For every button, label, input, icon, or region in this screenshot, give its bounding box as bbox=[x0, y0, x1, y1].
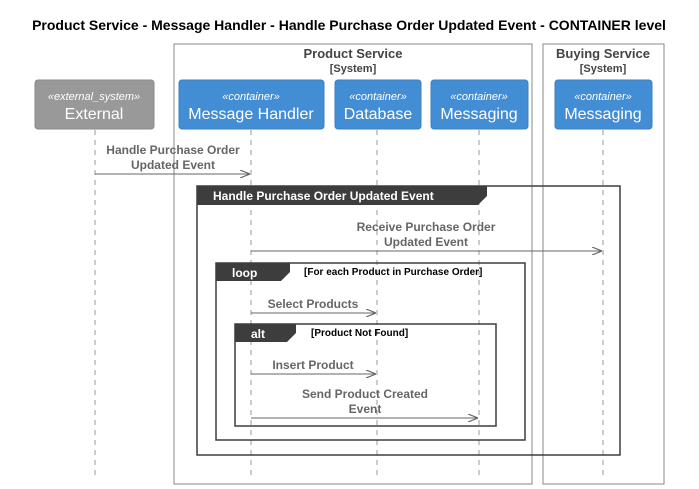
diagram-title: Product Service - Message Handler - Hand… bbox=[32, 17, 666, 33]
boundary-name: Buying Service bbox=[556, 46, 650, 61]
message-send-product-created-event[interactable]: Send Product Created Event bbox=[251, 387, 477, 418]
message-label-line-1: Receive Purchase Order bbox=[357, 220, 496, 234]
participant-stereotype: «external_system» bbox=[48, 91, 140, 103]
participant-stereotype: «container» bbox=[349, 91, 407, 103]
frame-loop-guard: [For each Product in Purchase Order] bbox=[304, 267, 482, 278]
participant-database[interactable]: «container» Database bbox=[334, 79, 422, 130]
frame-loop: loop [For each Product in Purchase Order… bbox=[215, 262, 526, 441]
lifelines bbox=[94, 130, 604, 480]
participant-name: Database bbox=[344, 106, 413, 123]
message-label-line-2: Updated Event bbox=[131, 158, 215, 172]
participant-stereotype: «container» bbox=[450, 91, 508, 103]
message-select-products[interactable]: Select Products bbox=[251, 297, 375, 313]
message-label-line-1: Handle Purchase Order bbox=[106, 143, 240, 157]
participant-box bbox=[34, 79, 155, 130]
message-receive-purchase-order-updated-event[interactable]: Receive Purchase Order Updated Event bbox=[251, 220, 601, 251]
participant-name: Messaging bbox=[564, 106, 641, 123]
frame-group: Handle Purchase Order Updated Event bbox=[196, 185, 621, 456]
boundary-product-service: Product Service [System] bbox=[173, 43, 533, 485]
frame-alt: alt [Product Not Found] bbox=[234, 323, 497, 427]
message-label-line-1: Insert Product bbox=[272, 358, 353, 372]
message-label-line-2: Event bbox=[349, 402, 382, 416]
participant-name: Messaging bbox=[440, 106, 517, 123]
boundary-name: Product Service bbox=[304, 46, 403, 61]
message-insert-product[interactable]: Insert Product bbox=[251, 358, 375, 374]
frame-loop-keyword: loop bbox=[232, 266, 257, 280]
participant-external[interactable]: «external_system» External bbox=[34, 79, 155, 130]
message-label-line-2: Updated Event bbox=[384, 235, 468, 249]
boundary-type: [System] bbox=[580, 63, 627, 75]
participant-box bbox=[334, 79, 422, 130]
boundary-type: [System] bbox=[330, 63, 377, 75]
frame-alt-guard: [Product Not Found] bbox=[311, 328, 408, 339]
message-label-line-1: Send Product Created bbox=[302, 387, 428, 401]
participant-box bbox=[178, 79, 325, 130]
participant-stereotype: «container» bbox=[574, 91, 632, 103]
participant-bs-messaging[interactable]: «container» Messaging bbox=[554, 79, 653, 130]
message-label-line-1: Select Products bbox=[268, 297, 359, 311]
participant-box bbox=[430, 79, 529, 130]
participant-ps-messaging[interactable]: «container» Messaging bbox=[430, 79, 529, 130]
participant-box bbox=[554, 79, 653, 130]
participant-message-handler[interactable]: «container» Message Handler bbox=[178, 79, 325, 130]
boundary-buying-service: Buying Service [System] bbox=[542, 43, 665, 485]
participant-stereotype: «container» bbox=[222, 91, 280, 103]
frame-group-title: Handle Purchase Order Updated Event bbox=[213, 189, 434, 203]
frame-alt-keyword: alt bbox=[251, 327, 265, 341]
message-handle-purchase-order-updated-event[interactable]: Handle Purchase Order Updated Event bbox=[95, 143, 249, 174]
participant-name: Message Handler bbox=[188, 106, 314, 123]
participant-name: External bbox=[65, 106, 124, 123]
